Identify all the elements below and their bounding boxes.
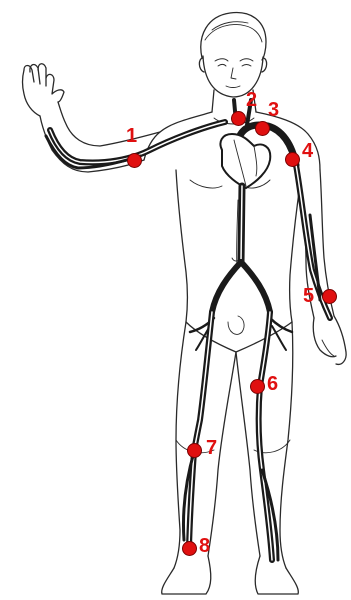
pulse-point-dot	[128, 154, 141, 167]
pulse-point-dot	[323, 290, 336, 303]
pulse-point-dot	[286, 153, 299, 166]
pulse-point-dot	[256, 122, 269, 135]
pulse-point-label: 5	[303, 286, 314, 306]
pulse-point-dot	[232, 112, 245, 125]
arterial-tree	[46, 100, 330, 560]
pulse-point-dot	[251, 380, 264, 393]
pulse-point-label: 6	[267, 374, 278, 394]
pulse-point-label: 4	[302, 141, 313, 161]
pulse-point-label: 8	[199, 536, 210, 556]
pulse-point-label: 7	[206, 438, 217, 458]
pulse-point-dot	[183, 542, 196, 555]
pulse-point-label: 1	[126, 126, 137, 146]
pulse-point-label: 2	[246, 90, 257, 110]
pulse-point-dot	[188, 444, 201, 457]
pulse-point-label: 3	[268, 100, 279, 120]
